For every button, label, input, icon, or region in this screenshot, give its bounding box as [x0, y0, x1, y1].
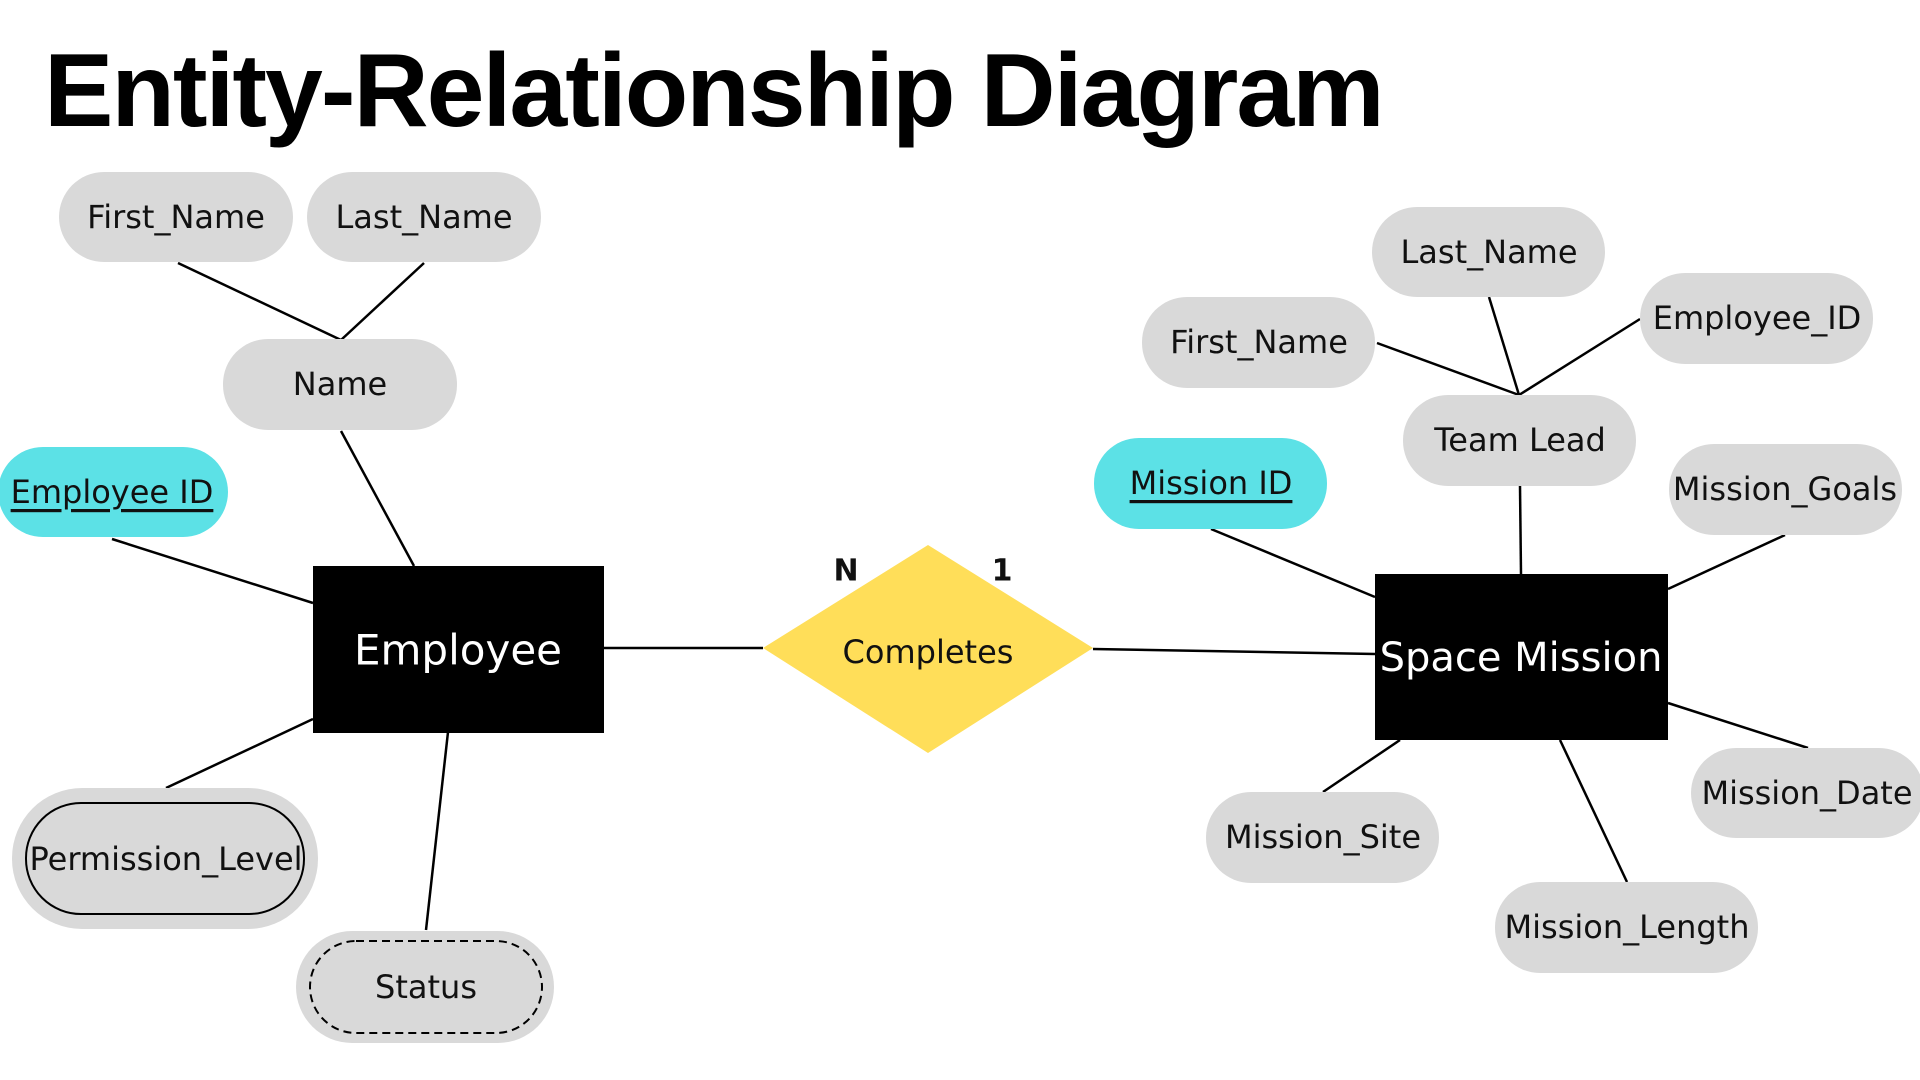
attribute-label: Employee_ID [1653, 299, 1862, 337]
entity-space-mission: Space Mission [1375, 574, 1668, 740]
key-attribute-employee-id: Employee ID [0, 447, 228, 537]
attribute-mission-length: Mission_Length [1495, 882, 1758, 973]
attribute-label: Name [293, 365, 387, 403]
attribute-label: Mission_Goals [1673, 470, 1897, 508]
cardinality-left: N [833, 554, 858, 589]
attribute-label: First_Name [87, 198, 265, 236]
attribute-label: Team Lead [1433, 421, 1606, 459]
composite-attribute-team-lead: Team Lead [1403, 395, 1636, 486]
attribute-label: Mission_Site [1225, 818, 1421, 856]
attribute-label: Employee ID [11, 473, 214, 511]
line-employee-to-permission-level [165, 717, 314, 790]
attribute-lead-last-name: Last_Name [1372, 207, 1605, 297]
attribute-label: Mission ID [1130, 464, 1293, 502]
attribute-label: Status [375, 968, 477, 1006]
line-team-lead-to-space-mission [1518, 485, 1523, 575]
line-first-name-to-name [177, 261, 342, 342]
line-employee-id-to-employee [111, 537, 314, 605]
line-mission-goals-to-space-mission [1667, 533, 1786, 591]
entity-employee: Employee [313, 566, 604, 733]
attribute-mission-date: Mission_Date [1691, 748, 1920, 838]
attribute-first-name: First_Name [59, 172, 293, 262]
line-last-name-to-name [340, 262, 425, 341]
attribute-name: Name [223, 339, 457, 430]
attribute-lead-employee-id: Employee_ID [1640, 273, 1873, 364]
attribute-lead-first-name: First_Name [1142, 297, 1375, 388]
entity-label: Employee [354, 626, 562, 675]
attribute-label: Permission_Level [29, 840, 302, 878]
key-attribute-mission-id: Mission ID [1094, 438, 1327, 529]
connector-lines [111, 261, 1809, 931]
relationship-label: Completes [843, 633, 1014, 671]
attribute-last-name: Last_Name [307, 172, 541, 262]
line-employee-to-status [424, 731, 450, 931]
line-lead-employee-id-to-team-lead [1518, 317, 1641, 397]
attribute-label: Last_Name [335, 198, 512, 236]
cardinality-right: 1 [992, 554, 1013, 589]
derived-attribute-status: Status [296, 931, 554, 1043]
attribute-label: Mission_Date [1701, 774, 1912, 812]
attribute-mission-site: Mission_Site [1206, 792, 1439, 883]
line-completes-to-space-mission [1092, 647, 1376, 656]
line-name-to-employee [339, 430, 416, 567]
line-space-mission-to-mission-date [1667, 701, 1809, 750]
entity-label: Space Mission [1380, 635, 1663, 681]
relationship-completes: Completes [763, 545, 1093, 753]
line-mission-id-to-space-mission [1210, 527, 1376, 599]
line-space-mission-to-mission-site [1322, 738, 1401, 794]
attribute-label: Mission_Length [1505, 908, 1750, 946]
line-lead-first-name-to-team-lead [1376, 341, 1520, 397]
attribute-label: Last_Name [1400, 233, 1577, 271]
attribute-label: First_Name [1170, 323, 1348, 361]
page-title: Entity-Relationship Diagram [44, 33, 1385, 149]
attribute-mission-goals: Mission_Goals [1669, 444, 1902, 535]
multivalued-attribute-permission-level: Permission_Level [12, 788, 318, 929]
line-space-mission-to-mission-length [1558, 739, 1629, 883]
line-lead-last-name-to-team-lead [1487, 296, 1521, 396]
